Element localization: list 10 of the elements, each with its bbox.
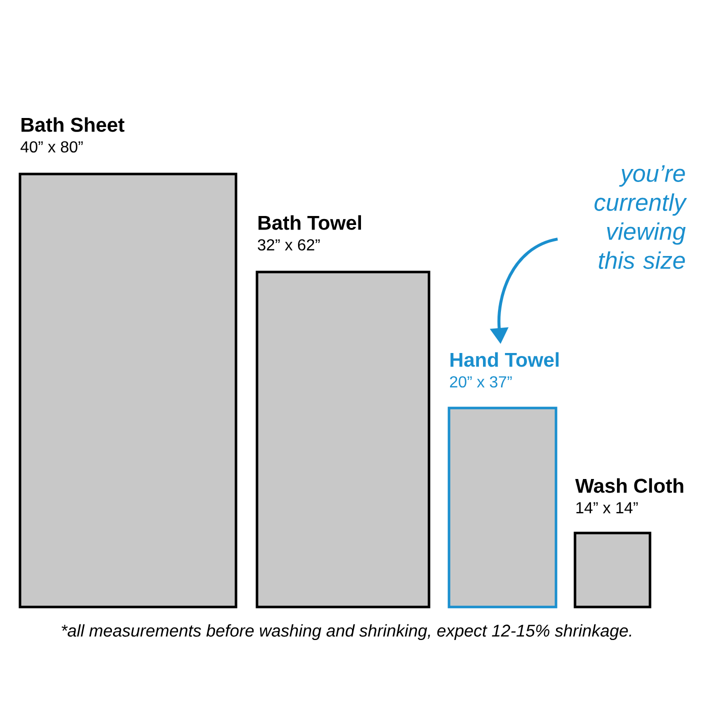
size-label: 40” x 80” bbox=[20, 141, 83, 153]
callout-text: you’re currently viewing this size bbox=[594, 165, 687, 269]
size-label: 20” x 37” bbox=[450, 376, 512, 388]
towel-name: Bath Towel bbox=[258, 215, 361, 230]
size-label: 14” x 14” bbox=[576, 502, 638, 514]
size-label: 32” x 62” bbox=[258, 239, 320, 251]
towel-name: Bath Sheet bbox=[22, 117, 124, 132]
towel-name: Wash Cloth bbox=[575, 478, 684, 493]
footnote: *all measurements before washing and shrinking, expect 12-15% shrinkage. bbox=[62, 624, 632, 640]
towel-name: Hand Towel bbox=[450, 352, 559, 367]
